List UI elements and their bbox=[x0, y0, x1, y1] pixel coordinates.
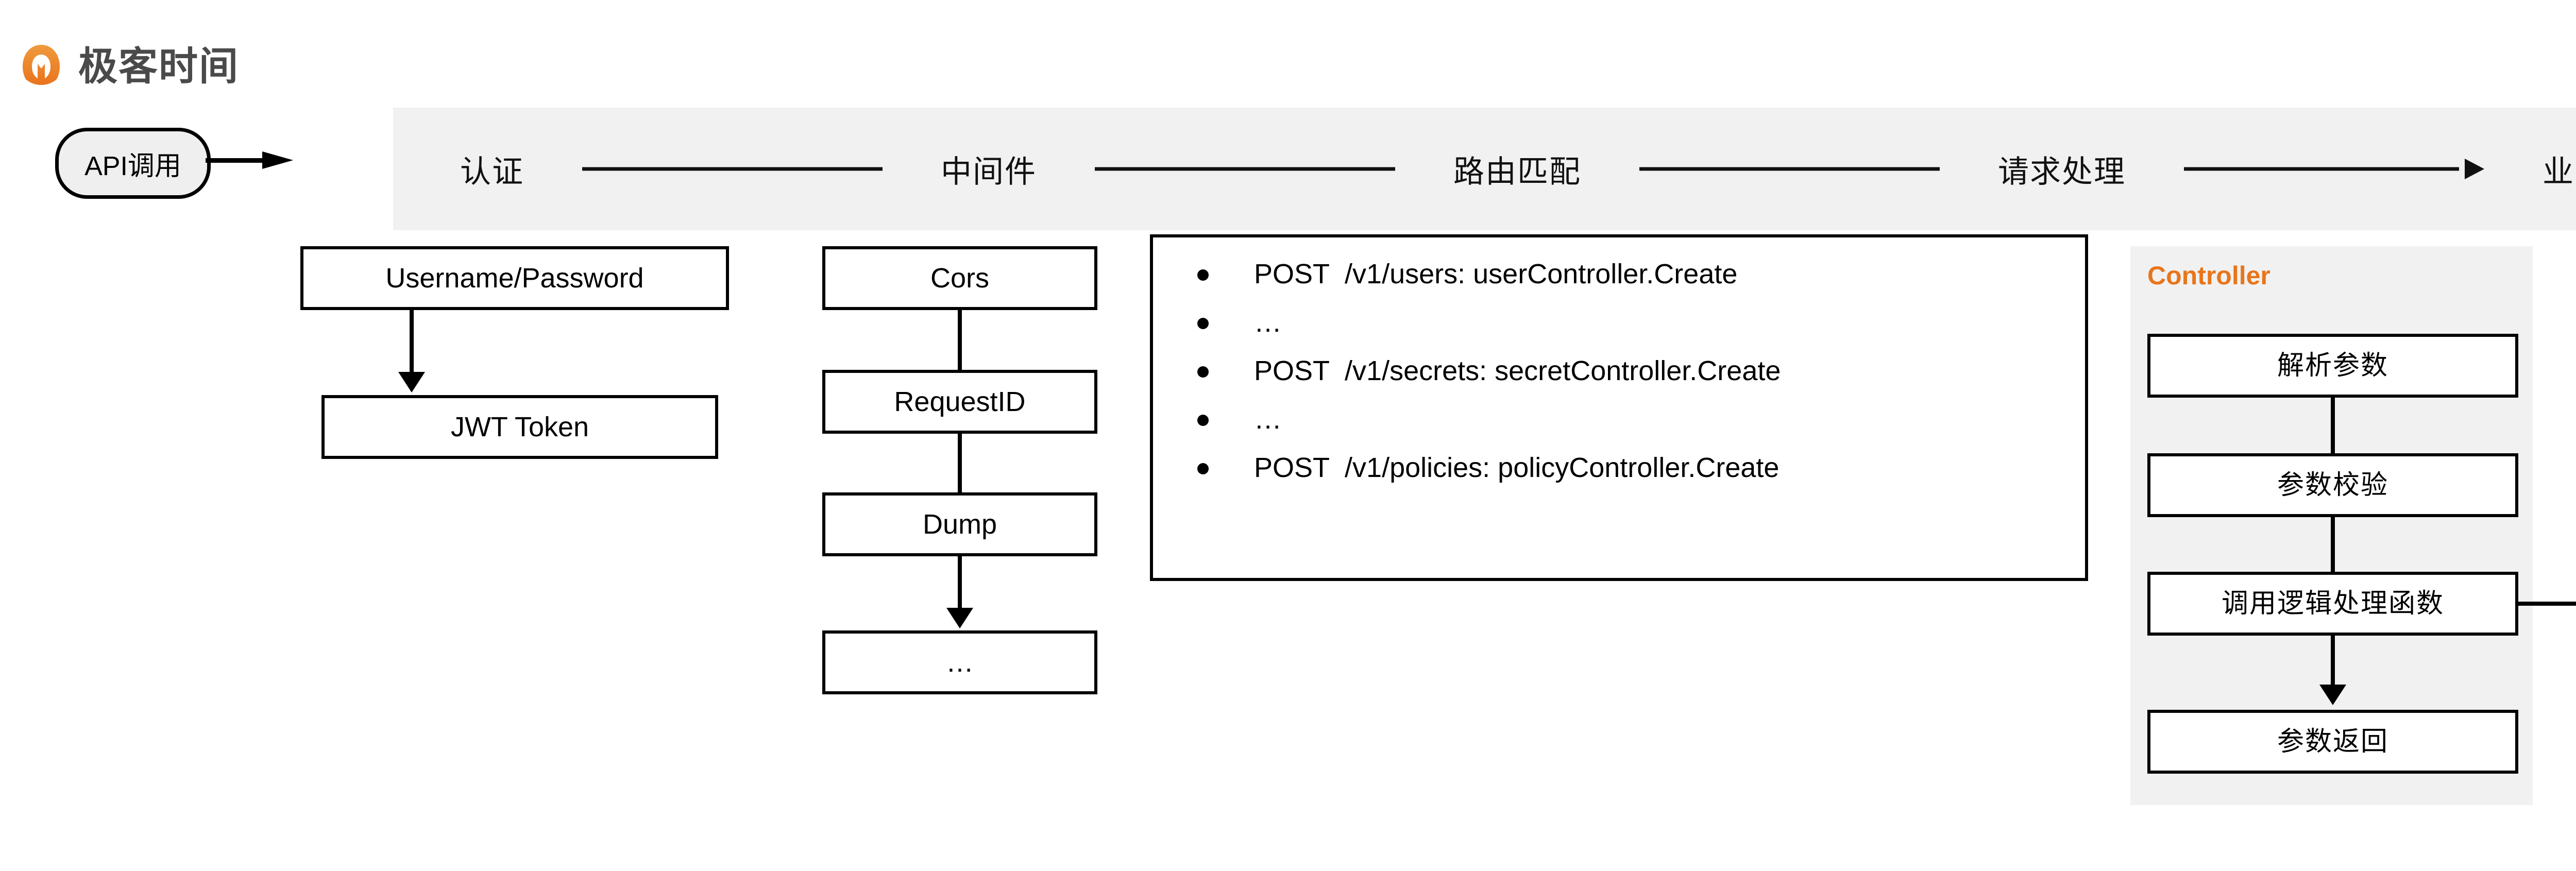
brand-name: 极客时间 bbox=[78, 45, 239, 89]
list-item: … bbox=[1197, 405, 2085, 433]
connector-line bbox=[2518, 602, 2576, 606]
list-item: POST /v1/policies: policyController.Crea… bbox=[1197, 454, 2085, 482]
node-label: 参数校验 bbox=[2277, 470, 2388, 500]
node-label: 调用逻辑处理函数 bbox=[2221, 589, 2444, 619]
connector-line bbox=[2331, 517, 2335, 574]
arrow-down-icon bbox=[398, 372, 425, 392]
node-label: Username/Password bbox=[385, 263, 644, 294]
arrow-right-icon bbox=[206, 151, 298, 169]
api-call-label: API调用 bbox=[84, 151, 181, 181]
pipeline-connector-2 bbox=[1037, 153, 1453, 184]
node-request-id[interactable]: RequestID bbox=[822, 370, 1097, 434]
node-label: 参数返回 bbox=[2277, 727, 2388, 757]
node-label: 解析参数 bbox=[2277, 351, 2388, 381]
node-validate-params[interactable]: 参数校验 bbox=[2147, 453, 2518, 517]
connector-line bbox=[2331, 398, 2335, 455]
pipeline-connector-1 bbox=[524, 153, 941, 184]
node-jwt-token[interactable]: JWT Token bbox=[321, 395, 718, 459]
pipeline-stage-request: 请求处理 bbox=[1998, 154, 2126, 189]
pipeline-stage-routing: 路由匹配 bbox=[1453, 154, 1581, 189]
pipeline-stage-business: 业务处理 bbox=[2543, 154, 2576, 189]
node-dump[interactable]: Dump bbox=[822, 492, 1097, 556]
connector-line bbox=[958, 434, 962, 494]
connector-line bbox=[958, 556, 962, 613]
list-item: POST /v1/users: userController.Create bbox=[1197, 260, 2085, 288]
route-table-panel: POST /v1/users: userController.Create … … bbox=[1150, 234, 2088, 581]
node-label: RequestID bbox=[894, 386, 1026, 417]
list-item: … bbox=[1197, 309, 2085, 336]
arrow-down-icon bbox=[946, 608, 973, 628]
controller-title: Controller bbox=[2147, 261, 2270, 290]
connector-line bbox=[958, 310, 962, 372]
pipeline-connector-arrow-icon bbox=[2126, 153, 2543, 184]
node-label: Dump bbox=[922, 509, 997, 540]
list-item: POST /v1/secrets: secretController.Creat… bbox=[1197, 357, 2085, 385]
node-return-params[interactable]: 参数返回 bbox=[2147, 710, 2518, 774]
pipeline-connector-3 bbox=[1581, 153, 1998, 184]
pipeline-stage-auth: 认证 bbox=[460, 154, 524, 189]
geekbang-logo-icon bbox=[18, 43, 65, 91]
arrow-down-icon bbox=[2319, 685, 2346, 705]
node-middleware-more[interactable]: … bbox=[822, 630, 1097, 694]
node-label: JWT Token bbox=[450, 412, 589, 442]
pipeline-band: 认证 中间件 路由匹配 请求处理 业务处理 bbox=[393, 108, 2576, 230]
node-label: … bbox=[946, 647, 974, 678]
node-username-password[interactable]: Username/Password bbox=[300, 246, 729, 310]
node-label: Cors bbox=[930, 263, 989, 294]
connector-line bbox=[2331, 636, 2335, 690]
node-invoke-logic[interactable]: 调用逻辑处理函数 bbox=[2147, 572, 2518, 636]
route-list: POST /v1/users: userController.Create … … bbox=[1153, 237, 2085, 482]
api-call-node[interactable]: API调用 bbox=[55, 128, 211, 199]
pipeline-stage-middleware: 中间件 bbox=[941, 154, 1037, 189]
node-cors[interactable]: Cors bbox=[822, 246, 1097, 310]
brand-logo: 极客时间 bbox=[18, 36, 347, 98]
connector-line bbox=[410, 310, 414, 377]
node-parse-params[interactable]: 解析参数 bbox=[2147, 334, 2518, 398]
